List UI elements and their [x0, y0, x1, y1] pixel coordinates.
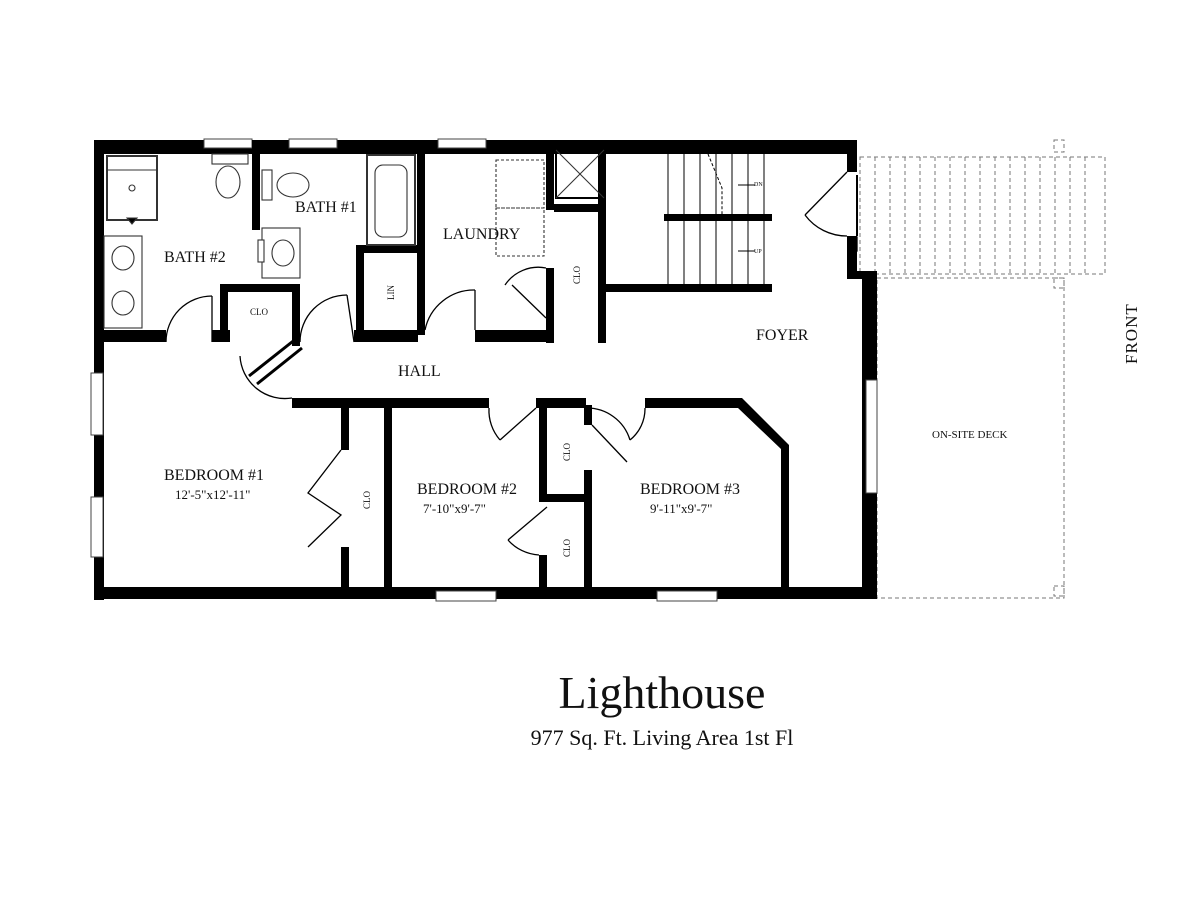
windows [90, 138, 878, 602]
room-label-hall: HALL [398, 363, 441, 380]
plan-title: Lighthouse [559, 667, 766, 718]
front-label: FRONT [1122, 303, 1141, 364]
room-label-laundry: LAUNDRY [443, 226, 521, 243]
room-label-bedroom1: BEDROOM #1 [164, 467, 264, 484]
closet-label-bath: CLO [250, 307, 269, 317]
room-size-bedroom2: 7'-10"x9'-7" [423, 501, 486, 516]
closet-label-laundry: CLO [572, 265, 582, 284]
stair-up-label: UP [754, 249, 762, 255]
room-size-bedroom3: 9'-11"x9'-7" [650, 501, 712, 516]
closet-label-bedroom1: CLO [362, 490, 372, 509]
closet-label-lower: CLO [562, 538, 572, 557]
stairs [667, 153, 765, 284]
room-label-bath1: BATH #1 [295, 199, 357, 216]
room-label-bedroom3: BEDROOM #3 [640, 481, 740, 498]
stair-down-label: DN [754, 182, 763, 188]
deck-label: ON-SITE DECK [932, 429, 1008, 441]
room-size-bedroom1: 12'-5"x12'-11" [175, 487, 250, 502]
deck-outline [859, 139, 1106, 599]
room-label-bath2: BATH #2 [164, 249, 226, 266]
exterior-walls [94, 140, 877, 600]
doors [165, 171, 858, 556]
plan-subtitle: 977 Sq. Ft. Living Area 1st Fl [531, 725, 794, 750]
closet-label-upper: CLO [562, 442, 572, 461]
fixtures [103, 149, 605, 329]
interior-walls [94, 140, 789, 592]
room-label-bedroom2: BEDROOM #2 [417, 481, 517, 498]
room-label-foyer: FOYER [756, 327, 809, 344]
linen-label: LIN [386, 285, 396, 300]
